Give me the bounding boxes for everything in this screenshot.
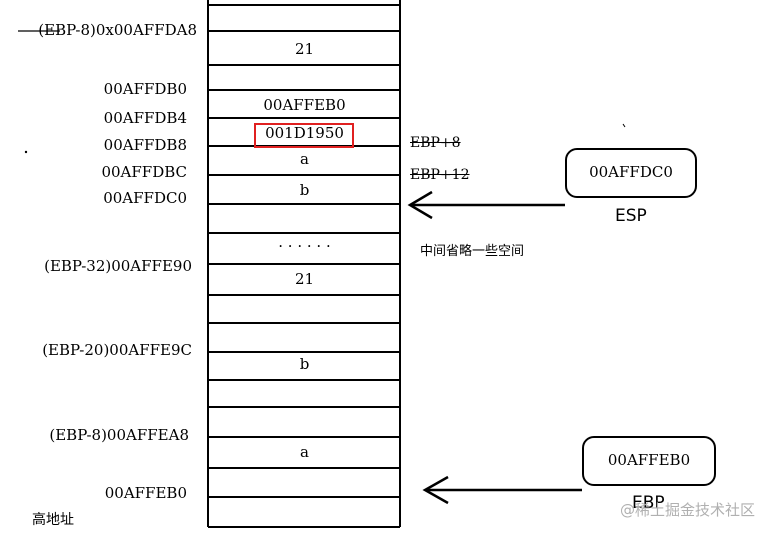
ebp-arrow (422, 475, 582, 505)
address-label-affdbc: 00AFFDBC (101, 163, 187, 181)
annotation-ebp-plus-8: EBP+8 (410, 135, 461, 151)
high-address-label: 高地址 (32, 512, 74, 528)
address-label-affea8: (EBP-8)00AFFEA8 (49, 426, 189, 444)
return-address-highlight (254, 123, 354, 148)
cell-value-b-local: b (299, 355, 310, 373)
cell-value-a-param: a (300, 150, 309, 168)
address-label-affeb0: 00AFFEB0 (104, 484, 187, 502)
address-label-affe9c: (EBP-20)00AFFE9C (42, 341, 192, 359)
stack-dividers (208, 4, 400, 528)
ebp-value-box: 00AFFEB0 (582, 436, 716, 486)
annotation-ebp-plus-12: EBP+12 (410, 167, 470, 183)
cell-value-ellipsis: · · · · · · (278, 237, 331, 255)
cell-value-return-address: 001D1950 (265, 124, 344, 142)
address-label-affe90: (EBP-32)00AFFE90 (44, 257, 192, 275)
stray-dot (24, 150, 28, 154)
annotation-omitted-space: 中间省略一些空间 (420, 244, 525, 259)
esp-label: ESP (615, 206, 647, 226)
address-label-affdb8: 00AFFDB8 (103, 136, 187, 154)
address-label-affdb4: 00AFFDB4 (103, 109, 187, 127)
cell-value-b-param: b (299, 181, 310, 199)
address-label-affda8: (EBP-8)0x00AFFDA8 (38, 21, 197, 39)
stray-tick (622, 123, 626, 128)
address-label-affdc0: 00AFFDC0 (103, 189, 187, 207)
watermark: @稀土掘金技术社区 (620, 501, 756, 519)
esp-value-box: 00AFFDC0 (565, 148, 697, 198)
ebp-value: 00AFFEB0 (607, 451, 691, 469)
cell-value-a-local: a (300, 443, 309, 461)
cell-value-21-mid: 21 (294, 270, 315, 288)
cell-value-21-top: 21 (294, 40, 315, 58)
esp-value: 00AFFDC0 (589, 163, 673, 181)
esp-arrow (407, 190, 565, 220)
cell-value-00affeb0: 00AFFEB0 (263, 96, 346, 114)
address-label-affdb0: 00AFFDB0 (103, 80, 187, 98)
ebp-label: EBP (632, 493, 665, 513)
